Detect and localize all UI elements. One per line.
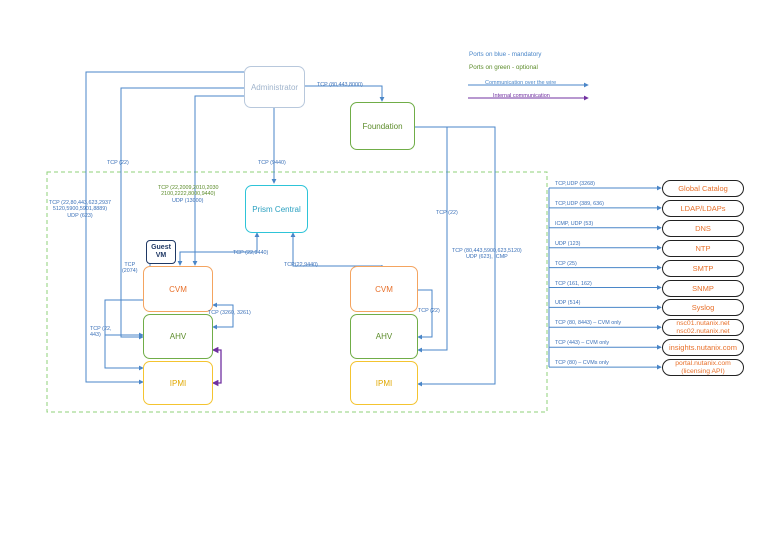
- service-port-label: TCP (443) – CVM only: [555, 340, 610, 347]
- port-admin-prism: TCP (9440): [258, 160, 286, 166]
- legend-blue: Ports on blue - mandatory: [469, 51, 542, 58]
- port-prism-cvm-right: TCP(22,9440): [284, 262, 318, 268]
- service-box[interactable]: Syslog: [662, 299, 744, 317]
- service-box[interactable]: SMTP: [662, 259, 744, 277]
- cvm-ahv-left-line: [212, 302, 234, 330]
- ahv-ipmi-internal-line: [211, 346, 222, 387]
- service-box[interactable]: portal.nutanix.com (licensing API): [662, 359, 744, 377]
- cvm-right-node[interactable]: CVM: [350, 266, 418, 312]
- port-cvm-ipmi: TCP (22, 443): [90, 326, 112, 339]
- ahv-left-node[interactable]: AHV: [143, 314, 213, 359]
- foundation-ipmi-line: [415, 126, 496, 387]
- service-box[interactable]: insights.nutanix.com: [662, 339, 744, 357]
- service-port-label: ICMP, UDP (53): [555, 220, 594, 227]
- service-port-label: TCP (80, 8443) – CVM only: [555, 320, 622, 327]
- service-box[interactable]: SNMP: [662, 279, 744, 297]
- service-port-label: TCP,UDP (3268): [555, 181, 595, 187]
- cvm-ahv-right-line: [417, 289, 433, 340]
- service-port-label: TCP (161, 162): [555, 280, 592, 287]
- prism-cvm-right-line: [290, 232, 383, 267]
- service-box[interactable]: Global Catalog: [662, 180, 744, 197]
- admin-ahv-line: [120, 87, 244, 340]
- service-box[interactable]: nsc01.nutanix.net nsc02.nutanix.net: [662, 319, 744, 337]
- service-box[interactable]: NTP: [662, 239, 744, 257]
- service-port-label: UDP (123): [555, 240, 581, 247]
- service-port-label: TCP (80) – CVMs only: [555, 360, 609, 367]
- port-foundation-ipmi: TCP (80,443,5900,623,5120) UDP (623), IC…: [452, 248, 522, 261]
- cvm-left-node[interactable]: CVM: [143, 266, 213, 312]
- ipmi-right-node[interactable]: IPMI: [350, 361, 418, 405]
- admin-ipmi-line: [85, 71, 244, 385]
- ipmi-left-node[interactable]: IPMI: [143, 361, 213, 405]
- port-admin-cvm-blue: UDP (13000): [172, 198, 204, 204]
- service-box[interactable]: DNS: [662, 219, 744, 237]
- port-admin-tcp22: TCP (22): [107, 160, 129, 166]
- admin-cvm-line: [192, 95, 244, 266]
- admin-foundation-line: [305, 85, 385, 102]
- port-guest-cvm: TCP (2074): [122, 262, 138, 275]
- foundation-node[interactable]: Foundation: [350, 102, 415, 150]
- port-admin-foundation: TCP (80,443,8000): [317, 82, 363, 88]
- port-admin-ipmi: TCP (22,80,443,623,2937 5120,5900,5901,8…: [49, 200, 111, 219]
- legend-wire: Communication over the wire: [485, 80, 557, 86]
- guest-vm-node[interactable]: Guest VM: [146, 240, 176, 264]
- administrator-node[interactable]: Administrator: [244, 66, 305, 108]
- port-cvm-ahv-right: TCP (22): [418, 308, 440, 314]
- cluster-boundary: [46, 171, 548, 413]
- service-port-label: TCP (25): [555, 260, 577, 267]
- ahv-right-node[interactable]: AHV: [350, 314, 418, 359]
- port-cvm-ahv: TCP (3260, 3261): [208, 310, 251, 316]
- legend-green: Ports on green - optional: [469, 64, 538, 71]
- cvm-ipmi-left-line: [104, 299, 144, 371]
- prism-cvm-left-line: [177, 232, 260, 266]
- prism-central-node[interactable]: Prism Central: [245, 185, 308, 233]
- foundation-ahv-line: [415, 126, 448, 353]
- service-port-label: UDP (514): [555, 300, 581, 307]
- service-port-label: TCP,UDP (389, 636): [555, 200, 604, 207]
- port-prism-cvm-left: TCP (22,9440): [233, 250, 269, 256]
- legend-internal: Internal communication: [493, 93, 550, 99]
- port-foundation-ahv: TCP (22): [436, 210, 458, 216]
- port-admin-cvm-green: TCP (22,2009,2010,2030 2100,2222,8000,94…: [158, 185, 219, 198]
- service-box[interactable]: LDAP/LDAPs: [662, 199, 744, 217]
